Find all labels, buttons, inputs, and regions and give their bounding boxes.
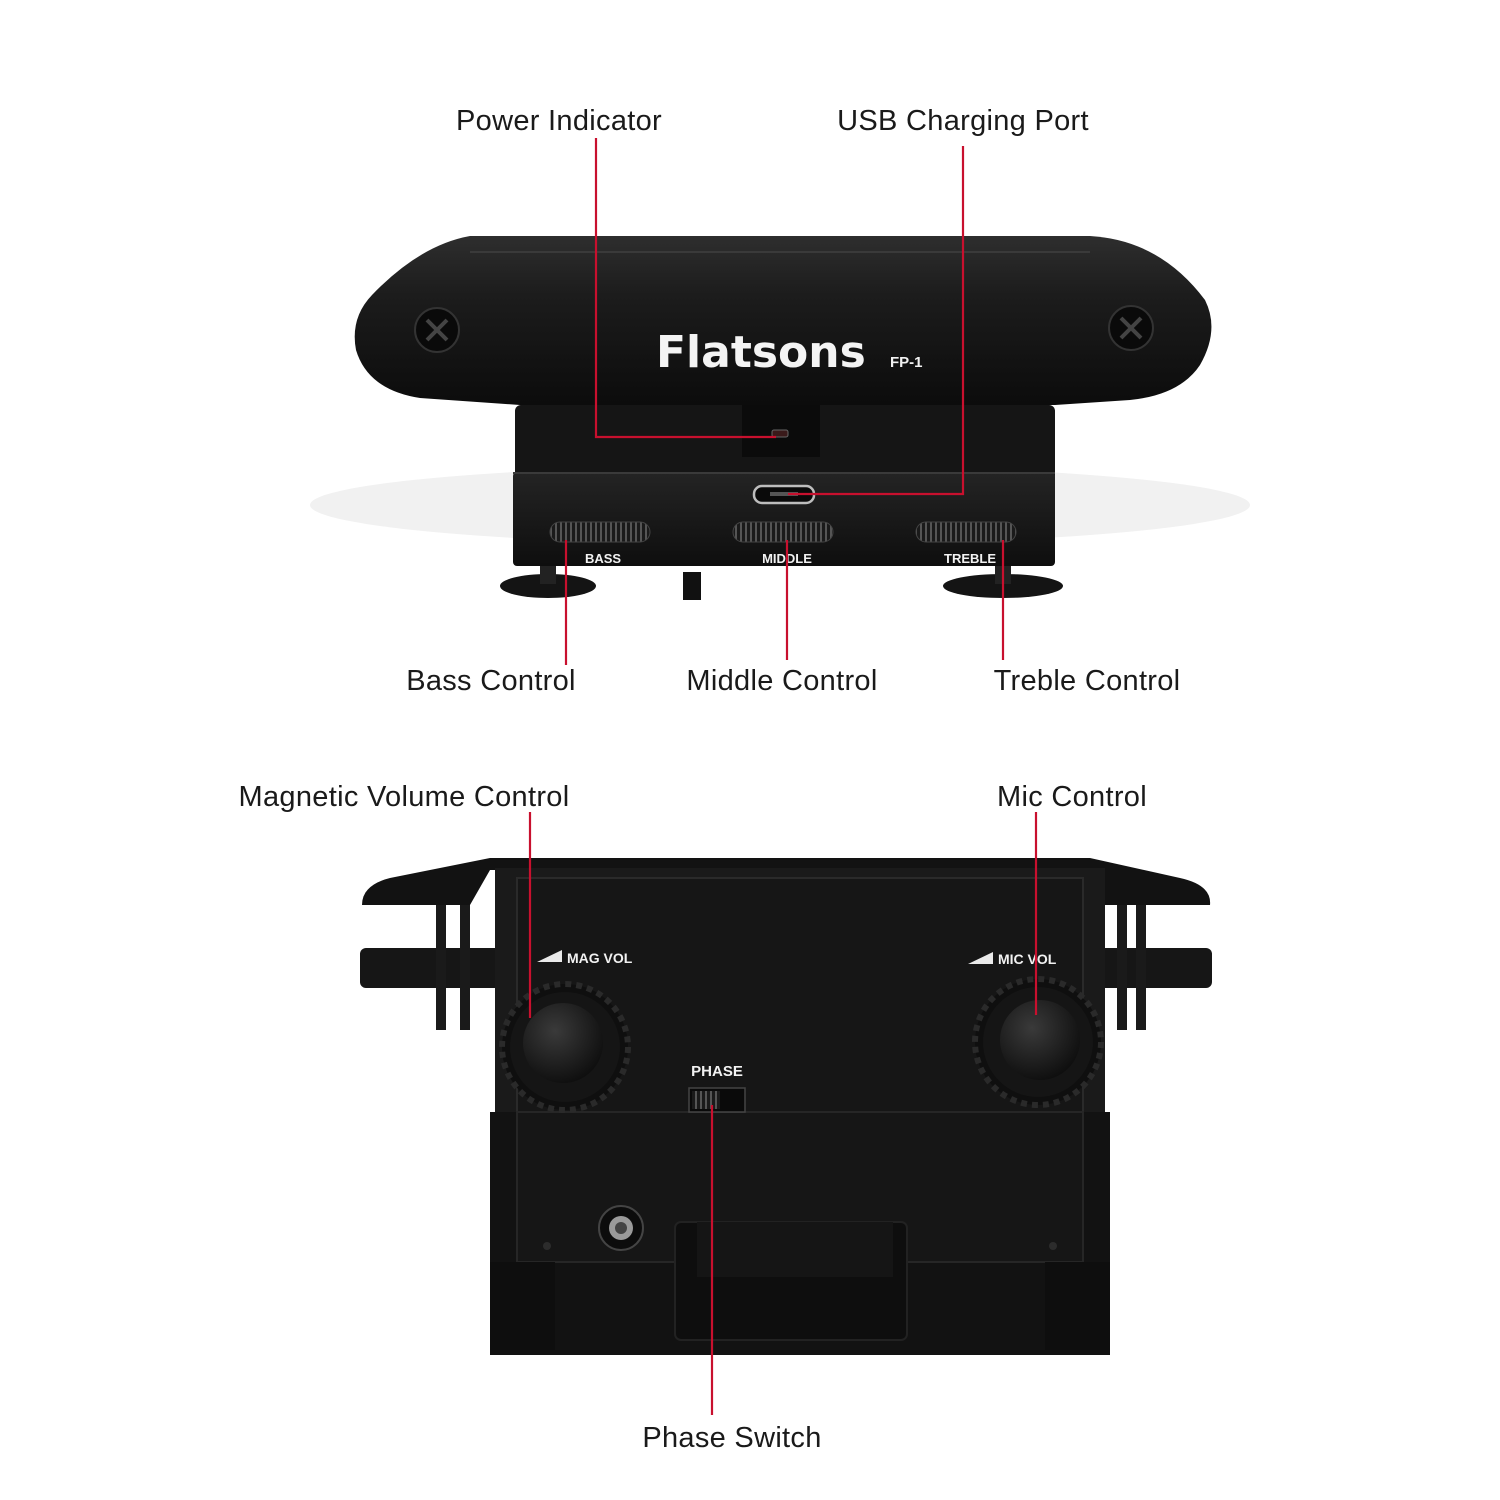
preamp-bottom-view: MAG VOL MIC VOL PHASE (360, 858, 1212, 1355)
mag-vol-print: MAG VOL (567, 950, 633, 966)
phase-switch[interactable] (688, 1087, 746, 1113)
usb-charging-port-callout: USB Charging Port (837, 105, 1089, 137)
mag-vol-knob[interactable] (499, 981, 631, 1113)
screw-right-icon (1108, 305, 1154, 351)
middle-wheel[interactable] (732, 521, 834, 543)
middle-control-callout: Middle Control (686, 665, 877, 697)
mic-control-callout: Mic Control (997, 781, 1147, 813)
top-leaders (564, 138, 1005, 665)
magnetic-volume-control-callout: Magnetic Volume Control (239, 781, 570, 813)
treble-wheel[interactable] (915, 521, 1017, 543)
bass-print: BASS (585, 551, 621, 566)
treble-print: TREBLE (944, 551, 996, 566)
brand-logo: Flatsons (656, 327, 866, 378)
preamp-shell (354, 236, 1212, 405)
mic-vol-knob[interactable] (972, 976, 1104, 1108)
treble-control-callout: Treble Control (994, 665, 1181, 697)
mic-vol-print: MIC VOL (998, 951, 1057, 967)
bass-control-callout: Bass Control (406, 665, 576, 697)
screw-left-icon (414, 307, 460, 353)
power-indicator-callout: Power Indicator (456, 105, 662, 137)
bass-wheel[interactable] (549, 521, 651, 543)
power-indicator-led (771, 429, 789, 438)
model-label: FP-1 (890, 354, 923, 371)
phase-switch-callout: Phase Switch (642, 1422, 821, 1454)
preamp-top-view: Flatsons FP-1 BASS MIDDLE TREBLE (310, 236, 1250, 600)
output-jack-icon (598, 1205, 644, 1251)
bottom-leaders (528, 812, 1038, 1415)
control-panel (513, 472, 1055, 566)
phase-print: PHASE (691, 1063, 743, 1080)
